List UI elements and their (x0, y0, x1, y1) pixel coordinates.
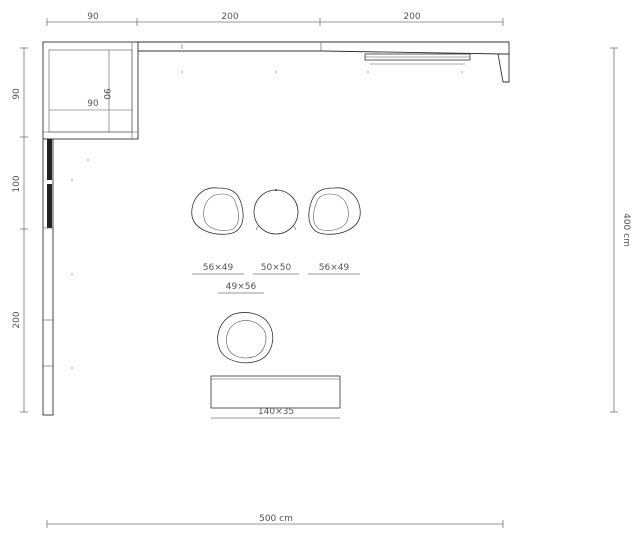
corner-dim-horizontal: 90 (87, 99, 99, 109)
stool-size: 50×50 (261, 263, 292, 273)
chair-right-size: 56×49 (319, 263, 350, 273)
stool-round (253, 189, 299, 235)
corner-unit (42, 41, 139, 140)
top-dim-1: 90 (87, 12, 99, 22)
top-wall (135, 41, 510, 83)
chair-left (191, 187, 244, 235)
top-dim-3: 200 (403, 12, 420, 22)
total-height-label: 400 cm (621, 213, 631, 247)
top-dim-2: 200 (221, 12, 238, 22)
right-dimension-line (610, 47, 618, 413)
chair-right (308, 187, 361, 235)
left-dim-1: 90 (12, 88, 22, 100)
chair-bottom (217, 312, 274, 364)
bottom-dimension-line (46, 520, 504, 528)
chair-bottom-size: 49×56 (226, 282, 257, 292)
bench (210, 375, 341, 409)
top-dimension-line (46, 18, 504, 26)
left-dim-2: 100 (12, 175, 22, 192)
top-wall-marks (181, 71, 463, 73)
left-dimension-line (20, 47, 28, 413)
left-wall-marks (71, 159, 89, 369)
top-shelf (364, 53, 471, 65)
chair-left-size: 56×49 (203, 263, 234, 273)
bench-size: 140×35 (258, 407, 294, 417)
corner-dim-vertical: 90 (101, 88, 111, 100)
chair-dim-lines (192, 273, 360, 294)
left-wall (42, 138, 54, 416)
total-width-label: 500 cm (259, 514, 293, 524)
left-dim-3: 200 (12, 311, 22, 328)
